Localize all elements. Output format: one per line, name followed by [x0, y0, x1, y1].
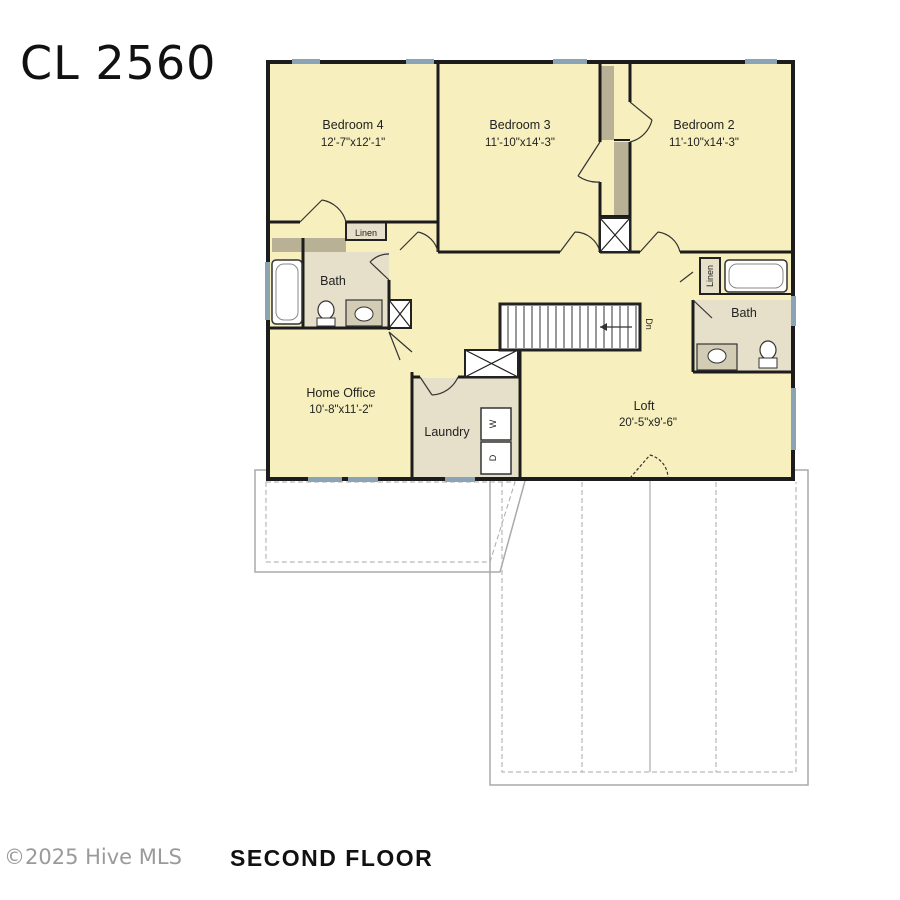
bedroom4-name: Bedroom 4	[322, 118, 383, 132]
closet-b2	[614, 142, 630, 216]
bedroom2-name: Bedroom 2	[673, 118, 734, 132]
closet-b3	[600, 66, 614, 140]
washer	[480, 407, 512, 441]
staircase	[498, 302, 642, 352]
closet-b4	[272, 238, 346, 252]
home-office-name: Home Office	[306, 386, 375, 400]
bathtub-right	[724, 259, 788, 293]
bedroom4-dims: 12'-7"x12'-1"	[321, 137, 385, 149]
washer-label: W	[488, 419, 498, 428]
room-labels: Bedroom 4 12'-7"x12'-1" Bedroom 3 11'-10…	[306, 118, 757, 461]
loft-name: Loft	[634, 399, 655, 413]
bath-right-name: Bath	[731, 306, 757, 320]
bathtub-left	[271, 259, 303, 325]
windows	[265, 59, 796, 482]
copyright-watermark: ©2025 Hive MLS	[4, 845, 182, 869]
toilet-left	[317, 300, 335, 320]
bedroom3-name: Bedroom 3	[489, 118, 550, 132]
laundry-name: Laundry	[424, 425, 470, 439]
dryer-label: D	[488, 454, 498, 461]
bedroom3-dims: 11'-10"x14'-3"	[485, 137, 555, 149]
stairs-down-label: Dn	[644, 318, 654, 330]
linen-closet-right	[699, 257, 721, 295]
floor-label: SECOND FLOOR	[230, 845, 434, 871]
plan-name: CL 2560	[20, 36, 217, 90]
linen-left-name: Linen	[355, 228, 377, 238]
garage-roof-outline	[254, 469, 809, 786]
bath-left-name: Bath	[320, 274, 346, 288]
bedroom2-dims: 11'-10"x14'-3"	[669, 137, 739, 149]
linen-right-name: Linen	[705, 265, 715, 287]
home-office-dims: 10'-8"x11'-2"	[309, 404, 373, 416]
fixtures	[271, 217, 788, 475]
loft-dims: 20'-5"x9'-6"	[619, 417, 677, 429]
toilet-right	[759, 340, 777, 360]
door-swings	[299, 101, 713, 479]
dryer	[480, 441, 512, 475]
